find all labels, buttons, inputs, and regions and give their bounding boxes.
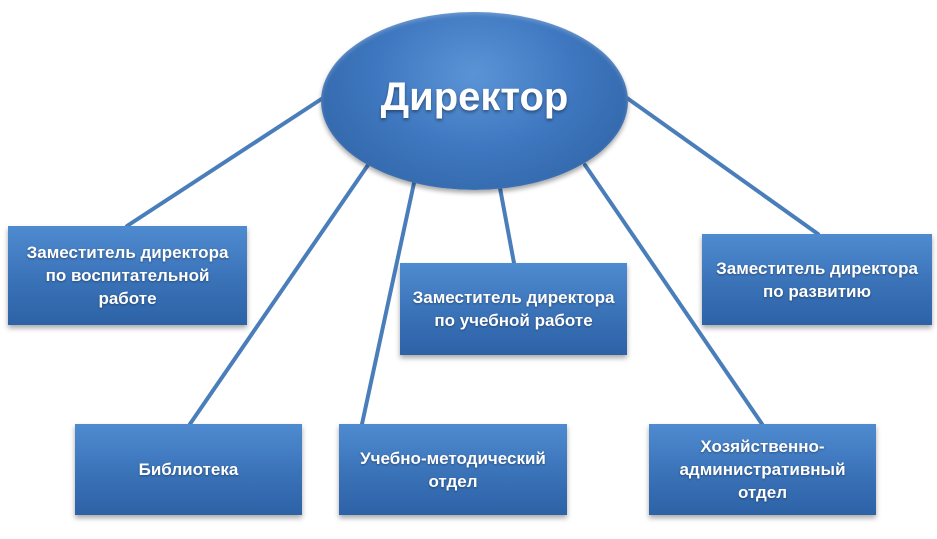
director-label: Директор [380,74,569,119]
node-vice-director-study: Заместитель директора по учебной работе [400,263,627,355]
connector-vice-edu [125,96,325,228]
node-administrative-department: Хозяйственно-административный отдел [649,424,876,515]
node-label: Заместитель директора по воспитательной … [26,243,229,308]
connector-vice-study [498,186,516,265]
node-label: Хозяйственно-административный отдел [679,437,846,502]
connector-vice-dev [625,96,820,236]
connector-library [188,163,370,426]
connector-method [360,181,416,426]
connector-admin [583,163,764,426]
node-methodical-department: Учебно-методический отдел [339,424,567,515]
node-vice-director-education: Заместитель директора по воспитательной … [8,226,247,325]
director-node: Директор [321,12,628,190]
node-label: Заместитель директора по развитию [716,258,918,301]
node-vice-director-development: Заместитель директора по развитию [702,234,932,325]
node-label: Библиотека [138,460,239,479]
node-library: Библиотека [75,424,302,515]
node-label: Учебно-методический отдел [360,448,546,491]
node-label: Заместитель директора по учебной работе [412,288,615,330]
